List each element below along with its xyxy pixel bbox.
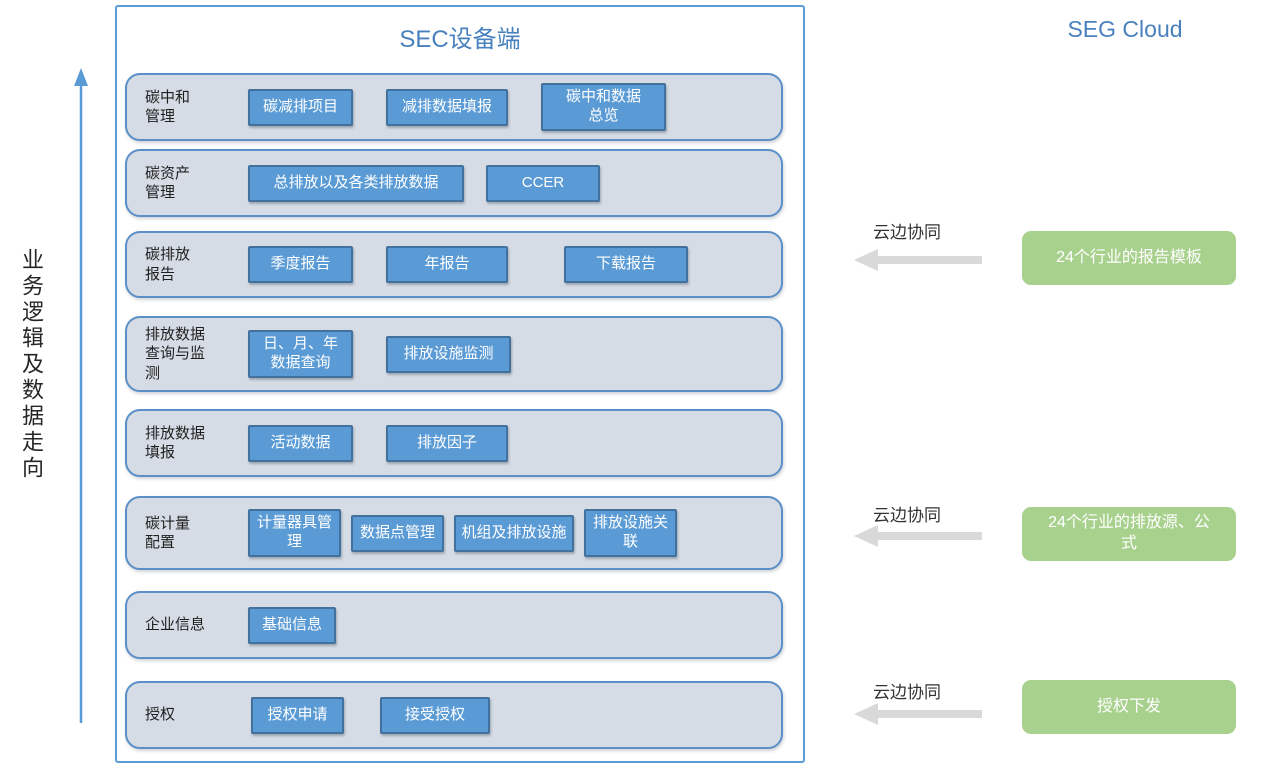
row-enterprise-info: 企业信息 基础信息 — [125, 591, 783, 659]
row-carbon-emission-report: 碳排放 报告 季度报告 年报告 下载报告 — [125, 231, 783, 298]
module-chip: 总排放以及各类排放数据 — [248, 164, 464, 202]
row-label: 授权 — [145, 706, 176, 724]
row-emission-data-query-monitor: 排放数据 查询与监 测 日、月、年 数据查询 排放设施监测 — [125, 316, 783, 392]
row-label: 碳中和 管理 — [145, 88, 191, 126]
row-carbon-metering-config: 碳计量 配置 计量器具管 理 数据点管理 机组及排放设施 排放设施关 联 — [125, 496, 783, 570]
row-label: 碳资产 管理 — [145, 164, 191, 202]
cloud-box-report-templates: 24个行业的报告模板 — [1022, 231, 1236, 285]
left-arrow-icon — [854, 525, 982, 547]
flow-up-arrow-icon — [74, 68, 88, 723]
module-chip: 减排数据填报 — [386, 88, 508, 126]
module-chip: 活动数据 — [248, 424, 353, 462]
module-chip: 碳减排项目 — [248, 88, 353, 126]
left-arrow-icon — [854, 703, 982, 725]
module-chip: 接受授权 — [380, 696, 490, 734]
module-chip: 授权申请 — [251, 696, 344, 734]
row-authorization: 授权 授权申请 接受授权 — [125, 681, 783, 749]
module-chip: 年报告 — [386, 246, 508, 283]
row-label: 碳排放 报告 — [145, 246, 191, 283]
module-chip: 排放因子 — [386, 424, 508, 462]
row-carbon-asset-mgmt: 碳资产 管理 总排放以及各类排放数据 CCER — [125, 149, 783, 217]
module-chip: 机组及排放设施 — [454, 514, 574, 552]
cloud-box-auth-issue: 授权下发 — [1022, 680, 1236, 734]
sec-device-panel: SEC设备端 碳中和 管理 碳减排项目 减排数据填报 碳中和数据 总览 碳资产 … — [115, 5, 805, 763]
module-chip: 碳中和数据 总览 — [541, 83, 666, 131]
module-chip: 排放设施关 联 — [584, 509, 677, 557]
sec-device-title: SEC设备端 — [399, 26, 521, 53]
row-label: 排放数据 查询与监 测 — [145, 325, 206, 382]
row-carbon-neutral-mgmt: 碳中和 管理 碳减排项目 减排数据填报 碳中和数据 总览 — [125, 73, 783, 141]
row-label: 企业信息 — [145, 616, 206, 634]
sync-label: 云边协同 — [873, 223, 941, 242]
module-chip: 日、月、年 数据查询 — [248, 330, 353, 378]
row-label: 碳计量 配置 — [145, 514, 191, 552]
left-arrow-icon — [854, 249, 982, 271]
seg-cloud-title: SEG Cloud — [1067, 16, 1183, 42]
sync-label: 云边协同 — [873, 506, 941, 525]
row-label: 排放数据 填报 — [145, 424, 206, 462]
module-chip: 排放设施监测 — [386, 335, 511, 373]
module-chip: 下载报告 — [564, 246, 688, 283]
module-chip: 数据点管理 — [351, 514, 444, 552]
sync-label: 云边协同 — [873, 683, 941, 702]
flow-direction-label: 业务逻辑及数据走向 — [19, 248, 44, 482]
cloud-box-emission-sources: 24个行业的排放源、公 式 — [1022, 507, 1236, 561]
row-emission-data-entry: 排放数据 填报 活动数据 排放因子 — [125, 409, 783, 477]
module-chip: 季度报告 — [248, 246, 353, 283]
module-chip: 基础信息 — [248, 606, 336, 644]
module-chip: 计量器具管 理 — [248, 509, 341, 557]
module-chip: CCER — [486, 164, 600, 202]
